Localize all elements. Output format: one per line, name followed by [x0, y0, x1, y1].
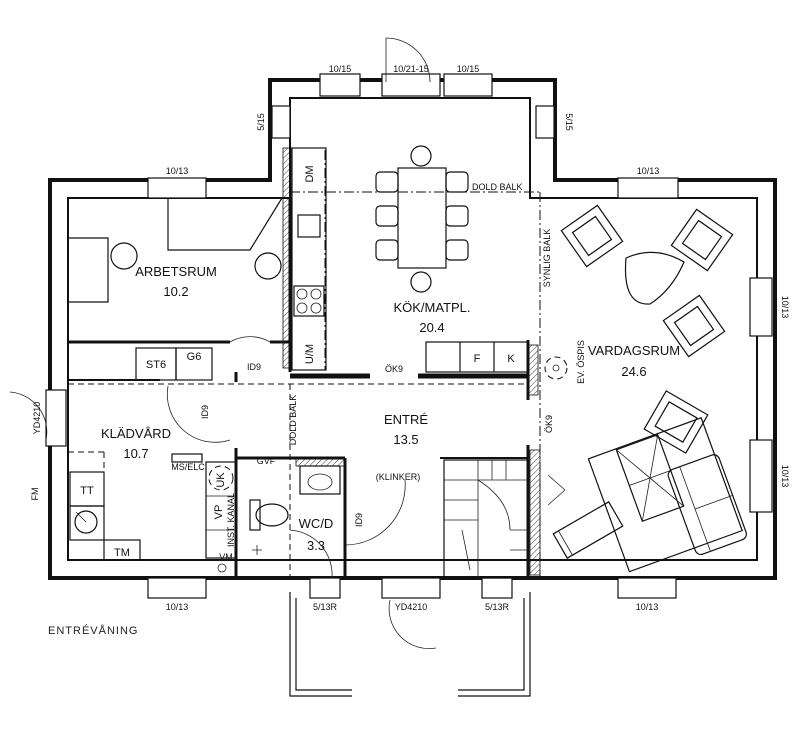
label-synlig-balk: SYNLIG BALK — [542, 229, 552, 288]
room-wc-area: 3.3 — [307, 538, 325, 553]
window-east-lower — [749, 439, 773, 513]
label-dold-balk-top: DOLD BALK — [472, 182, 523, 192]
laundry-furniture — [69, 347, 237, 573]
dining-table — [375, 145, 469, 293]
window-top-right — [443, 73, 493, 97]
window-label-upper-left: 10/13 — [166, 166, 189, 176]
kitchen-counter — [291, 147, 529, 373]
label-vp: VP — [213, 505, 225, 520]
exterior-walls — [48, 78, 777, 580]
label-vm: VM — [219, 552, 233, 562]
window-bottom-left — [147, 577, 207, 599]
window-label-side-left: 5/15 — [256, 113, 266, 131]
appliance-g6: G6 — [187, 351, 202, 363]
window-bottom-wc — [309, 577, 341, 599]
wc-fixtures — [249, 465, 341, 555]
door-label-west: YD4210 — [32, 402, 42, 435]
room-entre-area: 13.5 — [393, 432, 418, 447]
window-label-top-mid: 10/21-15 — [393, 64, 429, 74]
window-top-left — [319, 73, 361, 97]
window-label-east-lower: 10/13 — [780, 465, 790, 488]
window-label-side-right: 5/15 — [564, 113, 574, 131]
room-kok-name: KÖK/MATPL. — [393, 300, 470, 315]
label-fm: FM — [30, 488, 40, 501]
window-label-top-right: 10/15 — [457, 64, 480, 74]
window-side-right — [535, 105, 555, 139]
appliance-um: U/M — [304, 344, 316, 364]
appliance-tt: TT — [80, 485, 94, 497]
window-upper-left — [147, 177, 207, 199]
appliance-k: K — [507, 353, 515, 365]
appliance-dm: DM — [304, 165, 316, 182]
window-label-east-upper: 10/13 — [780, 296, 790, 319]
room-vardagsrum-area: 24.6 — [621, 364, 646, 379]
stairs — [443, 459, 529, 579]
label-uk: UK — [215, 472, 227, 488]
window-side-left — [271, 105, 291, 139]
door-west — [45, 389, 67, 447]
window-label-upper-right: 10/13 — [637, 166, 660, 176]
office-furniture — [68, 197, 283, 303]
room-arbetsrum-name: ARBETSRUM — [135, 264, 217, 279]
window-label-bottom-stair: 5/13R — [485, 602, 510, 612]
label-id9-c: ID9 — [354, 513, 364, 527]
label-id9-a: ID9 — [247, 362, 261, 372]
caption: ENTRÉVÅNING — [48, 624, 138, 637]
room-kladvard-name: KLÄDVÅRD — [101, 426, 171, 441]
room-entre-name: ENTRÉ — [384, 412, 428, 427]
label-gvf: GVF — [257, 456, 276, 466]
label-id9-b: ID9 — [200, 405, 210, 419]
window-label-bottom-door: YD4210 — [395, 602, 428, 612]
room-arbetsrum-area: 10.2 — [163, 284, 188, 299]
window-top-mid — [381, 73, 441, 97]
label-ok9-kitchen: ÖK9 — [385, 364, 403, 374]
beam-lines — [68, 150, 541, 578]
window-label-bottom-wc: 5/13R — [313, 602, 338, 612]
window-label-top-left: 10/15 — [329, 64, 352, 74]
living-furniture — [544, 204, 747, 573]
label-klinker: (KLINKER) — [376, 472, 421, 482]
window-east-upper — [749, 277, 773, 337]
windows — [45, 73, 773, 599]
appliance-f: F — [474, 353, 481, 365]
label-dold-balk-mid: DOLD BALK — [288, 395, 298, 446]
window-upper-right — [617, 177, 679, 199]
appliance-tm: TM — [114, 547, 130, 559]
porch — [289, 592, 531, 697]
label-ms-elc: MS/ELC — [171, 462, 205, 472]
room-kladvard-area: 10.7 — [123, 446, 148, 461]
label-inst-kanal: INST. KANAL — [226, 493, 236, 547]
label-ev-ospis: EV. ÖSPIS — [576, 340, 586, 384]
room-vardagsrum-name: VARDAGSRUM — [588, 343, 680, 358]
door-swings — [9, 37, 437, 649]
window-bottom-door — [381, 577, 441, 599]
window-bottom-right — [617, 577, 677, 599]
window-label-bottom-left: 10/13 — [166, 602, 189, 612]
window-bottom-stair — [481, 577, 513, 599]
room-kok-area: 20.4 — [419, 320, 444, 335]
appliance-st6: ST6 — [146, 359, 166, 371]
label-ok9-living: ÖK9 — [544, 415, 554, 433]
hatched-walls — [282, 147, 541, 576]
window-label-bottom-right: 10/13 — [636, 602, 659, 612]
room-wc-name: WC/D — [299, 516, 334, 531]
